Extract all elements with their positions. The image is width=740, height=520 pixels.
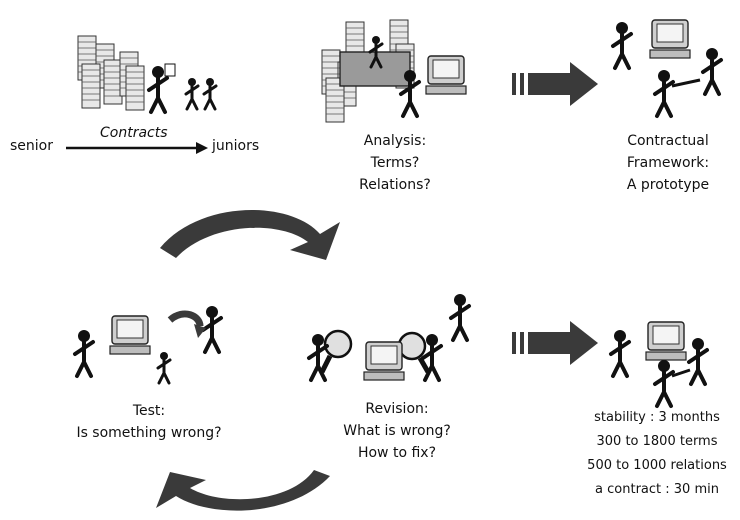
revision-line-2: What is wrong?: [343, 423, 451, 439]
results-label: stability : 3 months 300 to 1800 terms 5…: [574, 406, 740, 502]
analysis-line-1: Analysis:: [363, 133, 427, 149]
magnifier-icon: [319, 329, 431, 374]
test-label: Test: Is something wrong?: [64, 400, 234, 444]
test-line-1: Test:: [132, 403, 166, 419]
revision-label: Revision: What is wrong? How to fix?: [332, 398, 462, 464]
results-line-3: 500 to 1000 relations: [587, 458, 727, 473]
results-line-1: stability : 3 months: [594, 410, 720, 425]
framework-label: Contractual Framework: A prototype: [608, 130, 728, 196]
test-line-2: Is something wrong?: [76, 425, 222, 441]
framework-line-1: Contractual: [627, 133, 709, 149]
computer-icon: [109, 315, 151, 355]
handshake-people-icon: [611, 19, 723, 118]
analysis-line-3: Relations?: [359, 177, 431, 193]
computer-icon: [363, 341, 405, 381]
contracts-arrow: [66, 142, 208, 154]
receiver-label: juniors: [212, 138, 260, 154]
framework-line-3: A prototype: [626, 177, 710, 193]
desk-icon: [321, 19, 415, 123]
results-line-2: 300 to 1800 terms: [596, 434, 718, 449]
block-arrow-icon: [512, 62, 598, 106]
computer-icon: [425, 55, 467, 95]
curved-arrow-icon: [160, 210, 340, 260]
revision-line-3: How to fix?: [357, 445, 437, 461]
contracts-label: Contracts: [100, 125, 168, 141]
revision-line-1: Revision:: [365, 401, 429, 417]
results-line-4: a contract : 30 min: [595, 482, 719, 497]
block-arrow-icon: [512, 321, 598, 365]
person-with-document-icon: [147, 63, 218, 114]
paper-stacks-icon: [77, 35, 145, 111]
framework-line-2: Framework:: [626, 155, 710, 171]
analysis-label: Analysis: Terms? Relations?: [340, 130, 450, 196]
handshake-people-icon: [609, 321, 709, 408]
analysis-line-2: Terms?: [370, 155, 420, 171]
tester-person-icon: [73, 304, 223, 385]
sender-label: senior: [10, 138, 53, 154]
curved-arrow-icon: [156, 470, 330, 511]
